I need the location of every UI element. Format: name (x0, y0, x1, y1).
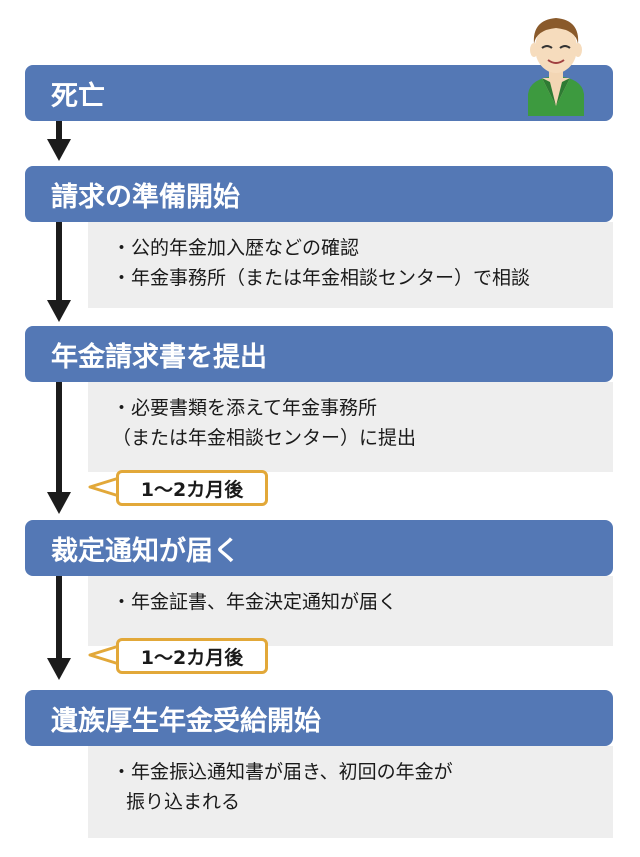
duration-label-1: 1〜2カ月後 (140, 478, 244, 501)
step-2-header: 請求の準備開始 (25, 166, 613, 222)
step-5-details: ・年金振込通知書が届き、初回の年金が 振り込まれる (88, 746, 613, 838)
step-2-detail-2: ・年金事務所（または年金相談センター）で相談 (112, 267, 531, 289)
step-3-detail-2: （または年金相談センター）に提出 (112, 427, 417, 449)
duration-callout-2: 1〜2カ月後 (116, 638, 268, 674)
step-5-title: 遺族厚生年金受給開始 (51, 705, 321, 737)
flow-arrow-1 (56, 121, 62, 141)
step-4-details: ・年金証書、年金決定通知が届く (88, 576, 613, 646)
duration-label-2: 1〜2カ月後 (140, 646, 244, 669)
callout-pointer (88, 644, 120, 666)
step-5-detail-1: ・年金振込通知書が届き、初回の年金が (112, 761, 453, 783)
step-3-detail-1: ・必要書類を添えて年金事務所 (112, 397, 378, 419)
step-1-title: 死亡 (51, 80, 105, 112)
duration-callout-1: 1〜2カ月後 (116, 470, 268, 506)
flow-arrow-2 (56, 222, 62, 302)
step-5-header: 遺族厚生年金受給開始 (25, 690, 613, 746)
arrowhead-1 (47, 139, 71, 161)
step-4-detail-1: ・年金証書、年金決定通知が届く (112, 591, 398, 613)
flow-arrow-3 (56, 382, 62, 494)
elderly-man-avatar-icon (528, 18, 584, 116)
step-2-details: ・公的年金加入歴などの確認 ・年金事務所（または年金相談センター）で相談 (88, 222, 613, 308)
step-1-header: 死亡 (25, 65, 613, 121)
step-3-details: ・必要書類を添えて年金事務所 （または年金相談センター）に提出 (88, 382, 613, 472)
step-4-title: 裁定通知が届く (51, 535, 240, 567)
step-2-title: 請求の準備開始 (51, 181, 240, 213)
arrowhead-2 (47, 300, 71, 322)
step-5-detail-2: 振り込まれる (126, 791, 241, 813)
step-3-title: 年金請求書を提出 (51, 341, 267, 373)
flow-arrow-4 (56, 576, 62, 660)
callout-pointer (88, 476, 120, 498)
step-4-header: 裁定通知が届く (25, 520, 613, 576)
arrowhead-3 (47, 492, 71, 514)
arrowhead-4 (47, 658, 71, 680)
step-3-header: 年金請求書を提出 (25, 326, 613, 382)
step-2-detail-1: ・公的年金加入歴などの確認 (112, 237, 360, 259)
